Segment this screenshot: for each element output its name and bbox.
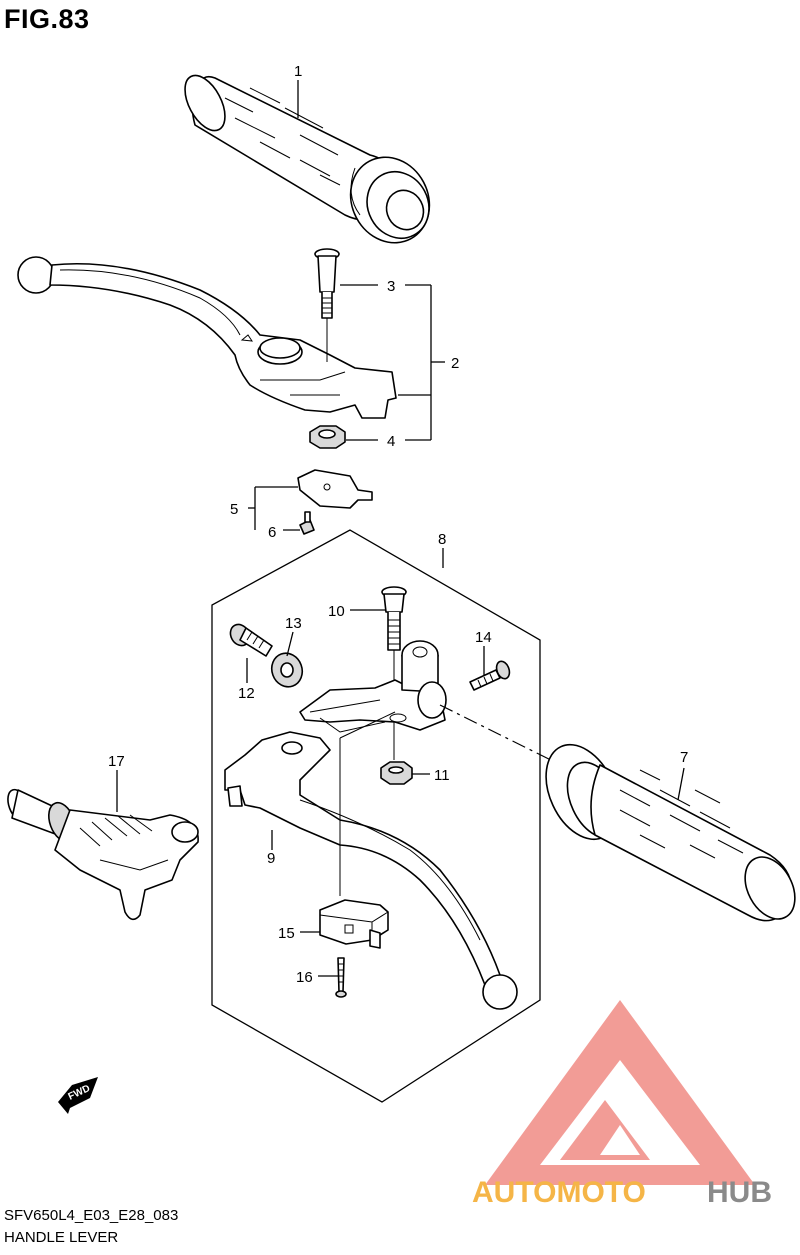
fwd-arrow-icon: FWD (58, 1077, 98, 1114)
callout-labels: 1 2 3 4 5 6 7 8 9 10 11 12 13 14 15 16 1… (108, 63, 688, 986)
callout-12: 12 (238, 685, 255, 702)
callout-16: 16 (296, 969, 313, 986)
callout-9: 9 (267, 850, 275, 867)
callout-15: 15 (278, 925, 295, 942)
watermark-word-hub: HUB (707, 1176, 772, 1209)
callout-14: 14 (475, 629, 492, 646)
part-12-adjuster-screw (229, 623, 273, 657)
part-14-bolt (469, 660, 511, 691)
callout-10: 10 (328, 603, 345, 620)
part-15-clutch-switch (319, 899, 389, 949)
assembly-centerline (439, 704, 576, 773)
callout-8: 8 (438, 531, 446, 548)
callout-7: 7 (680, 749, 688, 766)
leader-lines (116, 80, 685, 977)
part-1-grip (184, 74, 431, 244)
part-3-pivot-bolt (314, 248, 340, 362)
callout-1: 1 (294, 63, 302, 80)
callout-11: 11 (434, 767, 450, 784)
part-6-screw (299, 511, 315, 535)
watermark-word-automoto: AUTOMOTO (472, 1176, 646, 1209)
callout-2: 2 (451, 355, 459, 372)
callout-6: 6 (268, 524, 276, 541)
automotohub-watermark: AUTOMOTO HUB (472, 1000, 772, 1209)
kit-8-outline (211, 529, 541, 1103)
callout-17: 17 (108, 753, 125, 770)
figure-title: FIG.83 (4, 4, 90, 34)
part-7-grip (545, 743, 796, 922)
figure-code: SFV650L4_E03_E28_083 (4, 1207, 179, 1224)
part-10-pivot-bolt (381, 586, 407, 700)
figure-name: HANDLE LEVER (4, 1229, 119, 1246)
part-17-handlebar-switch (7, 788, 199, 921)
part-5-switch (297, 469, 373, 509)
part-2-brake-lever (17, 256, 397, 419)
callout-5: 5 (230, 501, 238, 518)
part-16-screw (335, 957, 347, 998)
callout-3: 3 (387, 278, 395, 295)
part-13-washer (270, 652, 304, 688)
clutch-lever-holder (299, 640, 447, 760)
part-4-nut (309, 425, 346, 449)
part-11-nut (380, 761, 413, 785)
part-9-clutch-lever (224, 731, 518, 1010)
callout-4: 4 (387, 433, 395, 450)
callout-13: 13 (285, 615, 302, 632)
